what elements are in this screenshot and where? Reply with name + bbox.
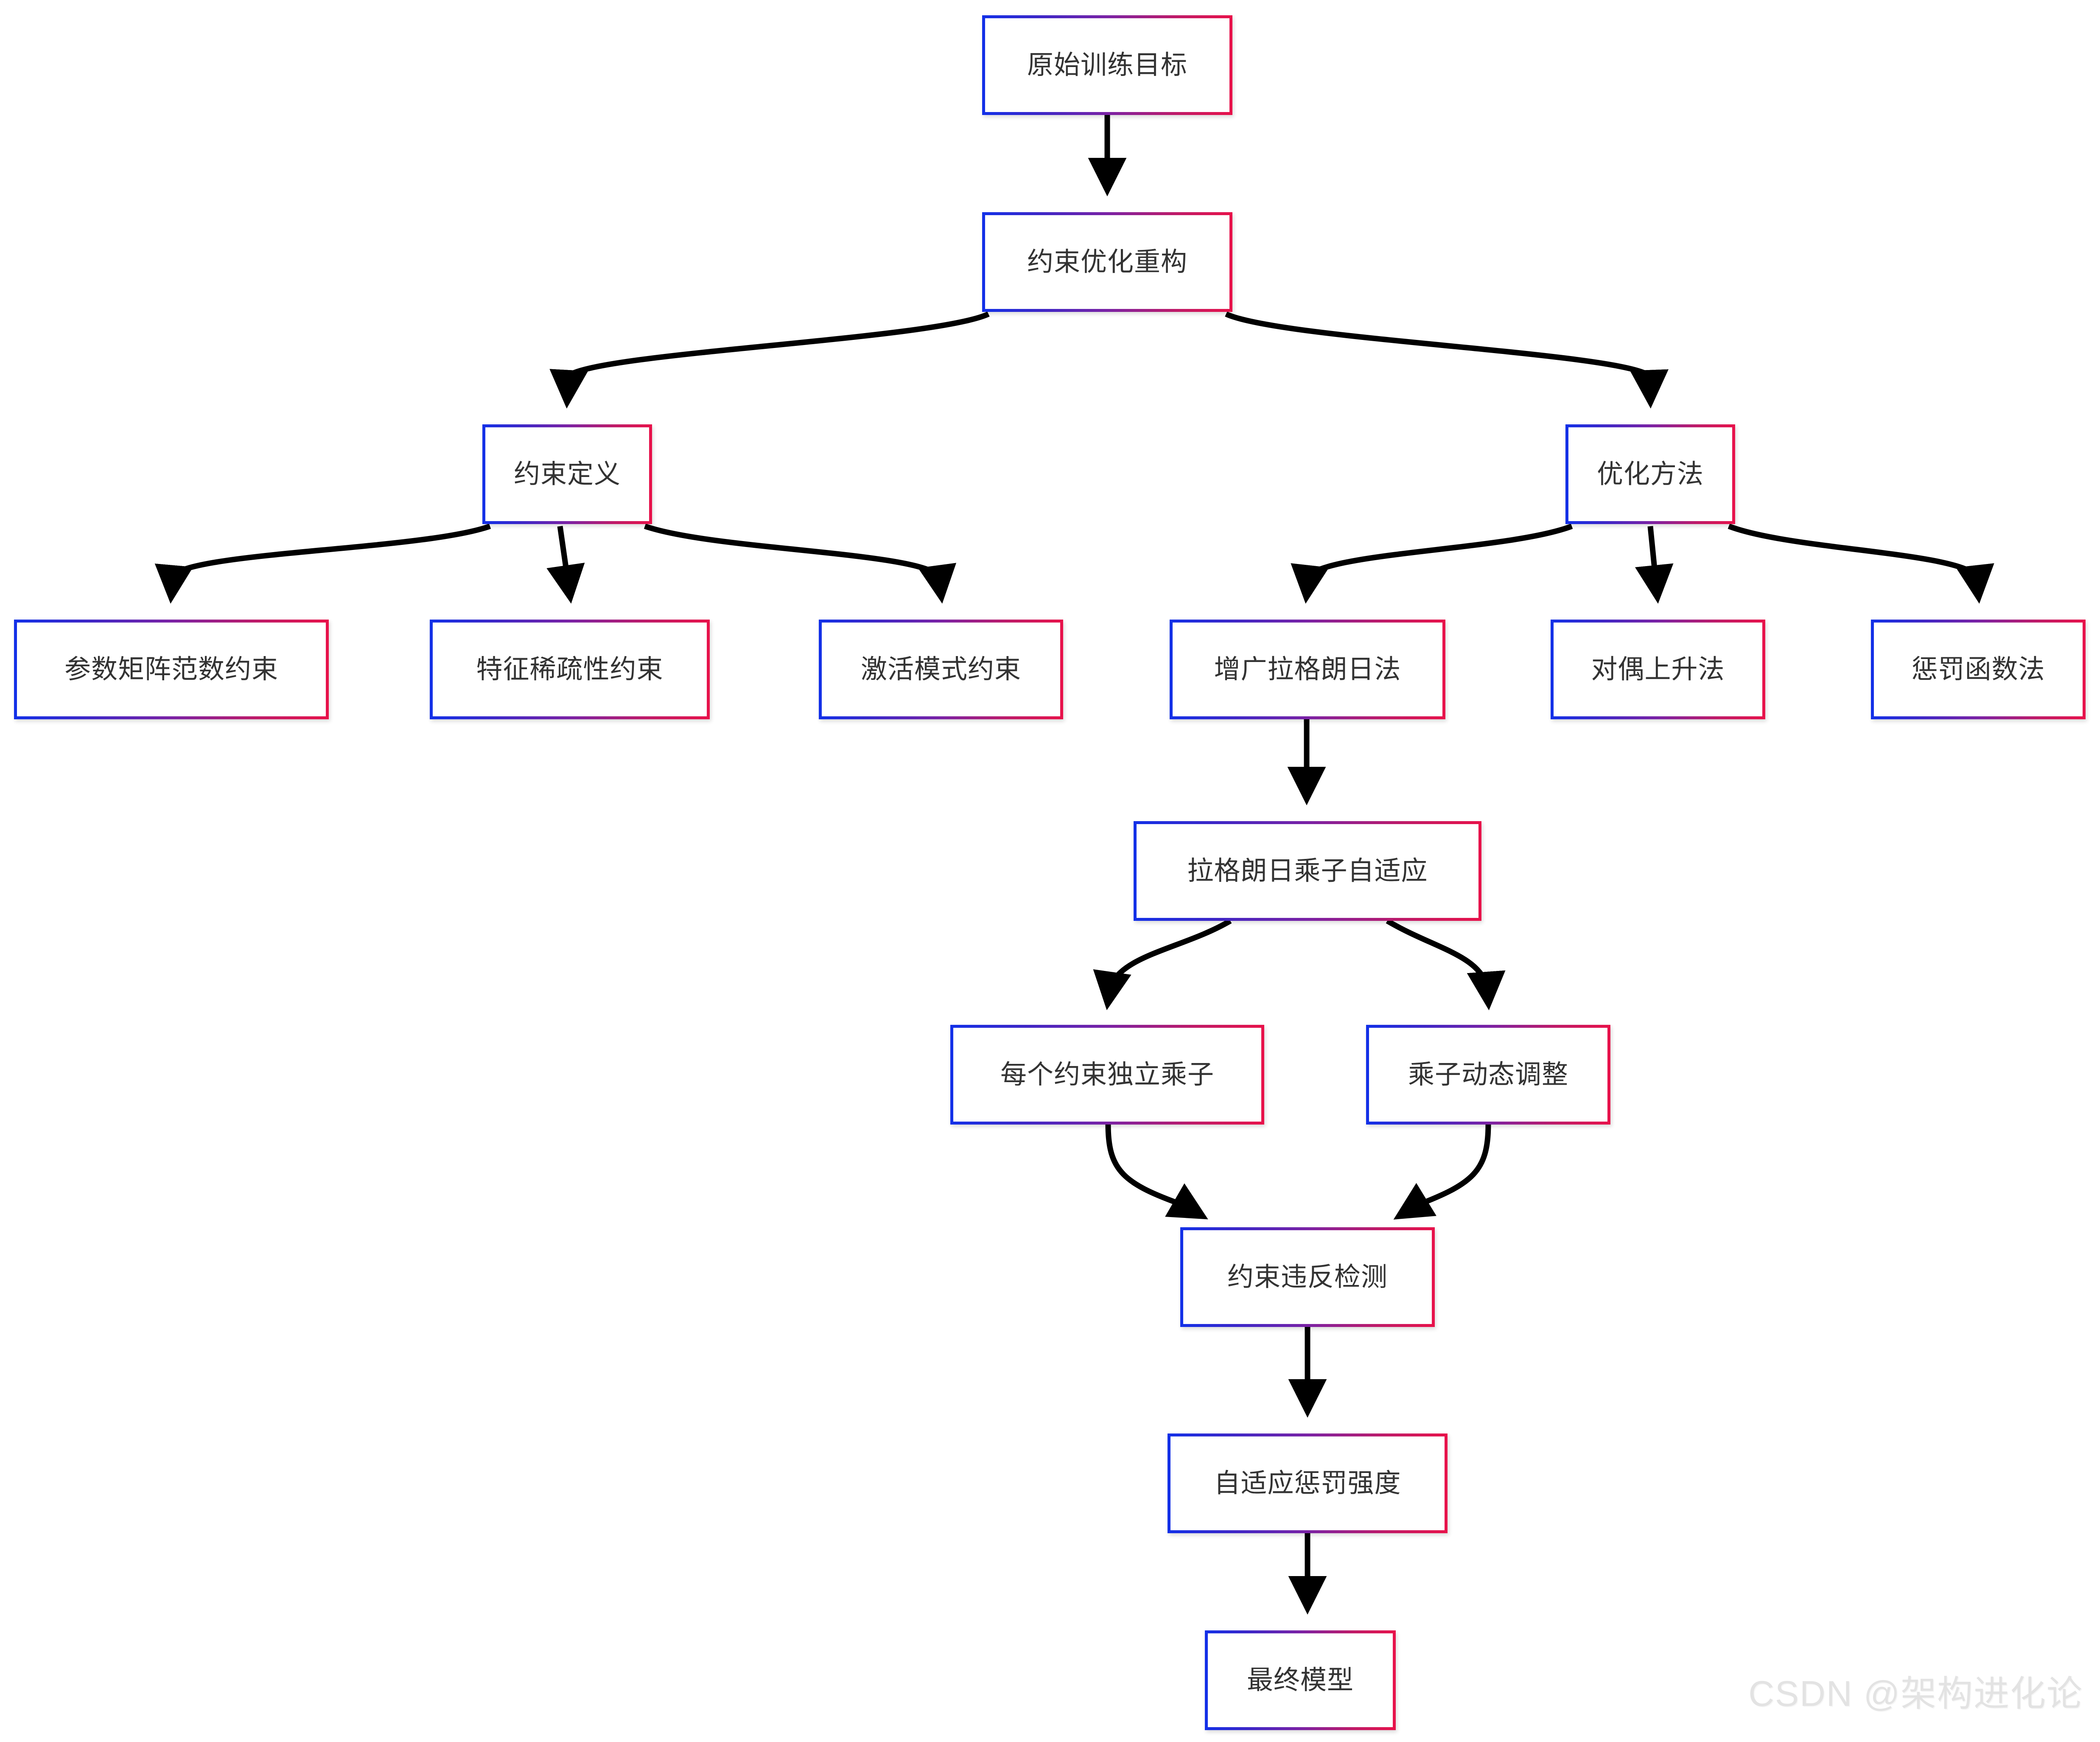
csdn-watermark: CSDN @架构进化论 <box>1748 1674 2083 1714</box>
node-label: 最终模型 <box>1246 1665 1354 1695</box>
node-adaptive-penalty-strength[interactable]: 自适应惩罚强度 <box>1168 1433 1448 1533</box>
node-label: 拉格朗日乘子自适应 <box>1187 856 1428 886</box>
edge-n3-n7 <box>644 523 957 604</box>
node-label: 自适应惩罚强度 <box>1214 1468 1401 1498</box>
edge-n4-n9 <box>1635 526 1674 604</box>
edge-n11-n12 <box>1093 918 1232 1010</box>
node-label: 对偶上升法 <box>1591 654 1725 684</box>
node-final-model[interactable]: 最终模型 <box>1205 1630 1396 1730</box>
node-penalty-function-method[interactable]: 惩罚函数法 <box>1871 620 2086 719</box>
node-label: 增广拉格朗日法 <box>1214 654 1401 684</box>
node-constrained-optimization-reformulation[interactable]: 约束优化重构 <box>982 212 1232 312</box>
edge-n2-n4 <box>1225 311 1669 409</box>
node-activation-pattern-constraint[interactable]: 激活模式约束 <box>819 620 1063 719</box>
edge-n4-n8 <box>1291 523 1573 604</box>
node-lagrange-multiplier-adaptation[interactable]: 拉格朗日乘子自适应 <box>1134 821 1481 921</box>
node-label: 每个约束独立乘子 <box>1000 1060 1214 1089</box>
edge-n12-n14 <box>1105 1124 1208 1220</box>
edge-paths <box>154 115 1994 1615</box>
edge-n13-n14 <box>1393 1124 1491 1220</box>
node-dual-ascent-method[interactable]: 对偶上升法 <box>1551 620 1765 719</box>
edge-n11-n13 <box>1386 918 1506 1010</box>
edge-n4-n10 <box>1728 523 1994 604</box>
node-independent-multiplier-per-constraint[interactable]: 每个约束独立乘子 <box>950 1025 1264 1125</box>
node-label: 原始训练目标 <box>1027 50 1187 80</box>
node-constraint-violation-detection[interactable]: 约束违反检测 <box>1180 1227 1435 1327</box>
node-label: 约束违反检测 <box>1227 1262 1388 1292</box>
node-label: 约束定义 <box>513 459 621 489</box>
node-label: 约束优化重构 <box>1027 247 1187 277</box>
edge-n3-n6 <box>546 526 585 604</box>
edge-n2-n3 <box>549 311 990 409</box>
node-label: 特征稀疏性约束 <box>476 654 664 684</box>
node-parameter-matrix-norm-constraint[interactable]: 参数矩阵范数约束 <box>14 620 329 719</box>
node-label: 惩罚函数法 <box>1911 654 2045 684</box>
node-original-training-objective[interactable]: 原始训练目标 <box>982 15 1232 115</box>
node-feature-sparsity-constraint[interactable]: 特征稀疏性约束 <box>430 620 710 719</box>
edge-n3-n5 <box>154 523 491 604</box>
node-label: 乘子动态调整 <box>1408 1060 1568 1089</box>
node-label: 优化方法 <box>1596 459 1704 489</box>
node-augmented-lagrangian-method[interactable]: 增广拉格朗日法 <box>1170 620 1445 719</box>
node-label: 参数矩阵范数约束 <box>64 654 278 684</box>
node-constraint-definition[interactable]: 约束定义 <box>482 424 652 524</box>
node-label: 激活模式约束 <box>860 654 1021 684</box>
node-optimization-method[interactable]: 优化方法 <box>1565 424 1735 524</box>
node-dynamic-multiplier-adjustment[interactable]: 乘子动态调整 <box>1366 1025 1610 1125</box>
